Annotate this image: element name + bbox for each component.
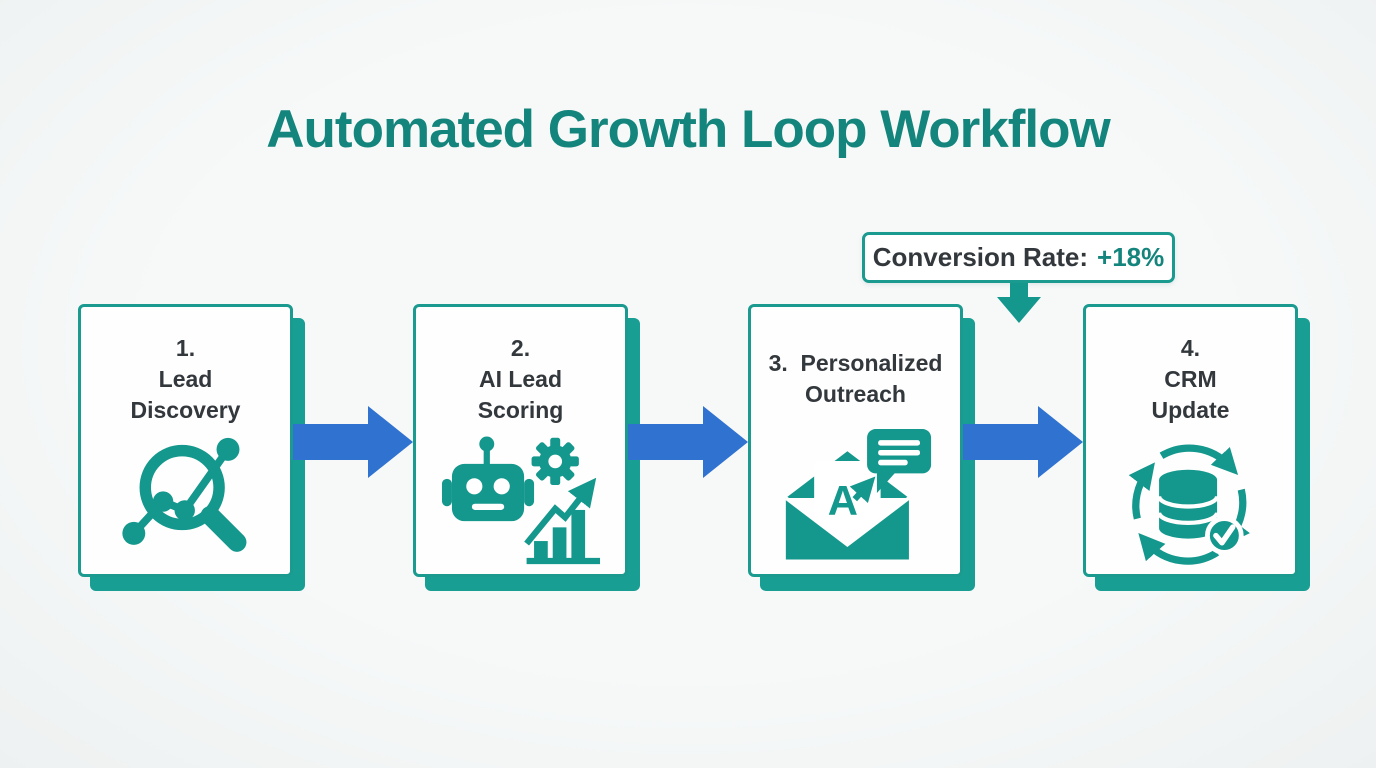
envelope-message-icon: A [784,429,931,560]
step-card-personalized-outreach: 3. Personalized Outreach A [748,304,963,577]
step-label-line: AI Lead [478,365,563,392]
flow-arrow-icon [963,406,1083,478]
step-number: 2. [510,334,531,361]
step-text: 2. AI Lead Scoring [478,329,564,429]
database-sync-check-icon [1128,444,1250,565]
step-label-line: CRM [1164,365,1217,392]
magnifier-analytics-icon [121,437,246,552]
step-text: 1. Lead Discovery [131,329,241,429]
flow-arrow-icon [628,406,748,478]
step-card-lead-discovery: 1. Lead Discovery [78,304,293,577]
step-label-line: Lead [158,365,213,392]
callout-value: +18% [1097,242,1165,272]
step-icon-wrap [424,429,617,566]
step-icon-wrap: A [759,429,952,562]
conversion-rate-callout: Conversion Rate: +18% [862,232,1175,283]
step-number: 4. [1180,334,1201,361]
step-card-ai-lead-scoring: 2. AI Lead Scoring [413,304,628,577]
step-text: 3. Personalized Outreach [769,329,943,429]
step-icon-wrap [1094,429,1287,572]
step-number-and-label: 3. Personalized [768,350,943,376]
step-label-line: Update [1151,396,1230,423]
flow-arrow-icon [293,406,413,478]
step-icon-wrap [89,429,282,569]
step-text: 4. CRM Update [1152,329,1230,429]
callout-down-arrow-icon [997,283,1041,323]
robot-gear-chart-icon [441,436,600,565]
callout-label: Conversion Rate: [872,242,1089,272]
page-title: Automated Growth Loop Workflow [266,100,1110,159]
step-number: 1. [175,334,196,361]
step-label-line: Scoring [477,396,564,423]
step-label-line: Outreach [805,381,906,407]
letter-glyph: A [827,477,857,524]
step-card-crm-update: 4. CRM Update [1083,304,1298,577]
step-label-line: Discovery [130,396,241,423]
